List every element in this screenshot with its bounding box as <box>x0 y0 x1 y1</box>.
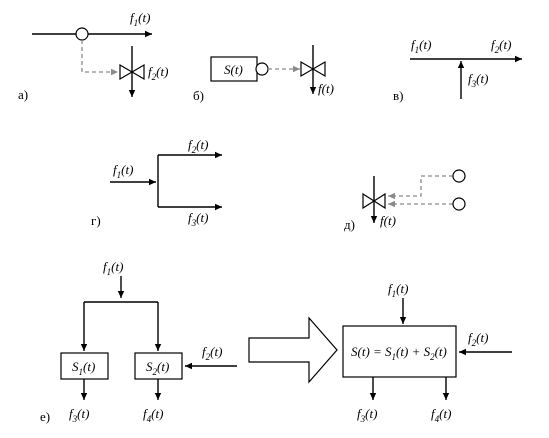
label-f2: f2(t) <box>188 137 208 155</box>
label-S: S(t) <box>224 62 243 77</box>
valve-icon <box>362 192 386 210</box>
label-S1: S1(t) <box>72 359 95 377</box>
label-f2: f2(t) <box>202 344 222 362</box>
diagram-g: f1(t) f2(t) f3(t) г) <box>91 137 222 228</box>
label-f1: f1(t) <box>130 10 150 28</box>
block-S-sum <box>342 325 457 378</box>
label-f4: f4(t) <box>431 406 451 424</box>
circle-sensor-icon <box>452 197 466 211</box>
dashed-signal-line-upper <box>388 175 453 200</box>
caption-b: б) <box>193 88 204 103</box>
label-f3: f3(t) <box>69 406 89 424</box>
block-S1 <box>60 352 109 380</box>
valve-icon <box>119 63 145 81</box>
diagram-e-left: f1(t) S1(t) S2(t) f2(t) f3(t) f4(t) е) <box>40 259 237 424</box>
diagram-d: f(t) д) <box>344 169 466 232</box>
label-f2: f2(t) <box>468 330 488 348</box>
diagram-e-right: f1(t) S(t) = S1(t) + S2(t) f2(t) f3(t) f… <box>342 281 512 424</box>
caption-v: в) <box>393 88 403 103</box>
label-f4: f4(t) <box>143 406 163 424</box>
valve-icon <box>300 60 326 78</box>
caption-a: а) <box>18 87 28 102</box>
big-hollow-arrow-icon <box>248 316 338 384</box>
label-S-sum: S(t) = S1(t) + S2(t) <box>351 344 447 362</box>
label-f3: f3(t) <box>468 71 488 89</box>
label-f: f(t) <box>318 81 334 96</box>
label-f3: f3(t) <box>357 406 377 424</box>
block-S <box>210 56 258 82</box>
diagram-a: f1(t) f2(t) а) <box>18 10 168 102</box>
dashed-signal-line <box>81 40 118 76</box>
label-f: f(t) <box>380 213 396 228</box>
circle-sensor-icon <box>75 27 89 41</box>
label-f1: f1(t) <box>411 37 431 55</box>
diagram-v: f1(t) f2(t) f3(t) в) <box>393 37 522 103</box>
caption-g: г) <box>91 213 101 228</box>
label-f2: f2(t) <box>491 37 511 55</box>
label-f3: f3(t) <box>188 210 208 228</box>
label-f2: f2(t) <box>148 64 168 82</box>
caption-d: д) <box>344 217 355 232</box>
label-S2: S2(t) <box>146 359 169 377</box>
label-f1: f1(t) <box>388 281 408 299</box>
circle-sensor-icon <box>255 62 269 76</box>
diagram-b: S(t) f(t) б) <box>193 45 334 103</box>
circle-sensor-icon <box>452 169 466 183</box>
label-f1: f1(t) <box>113 162 133 180</box>
label-f1: f1(t) <box>103 259 123 277</box>
caption-e: е) <box>40 409 50 424</box>
